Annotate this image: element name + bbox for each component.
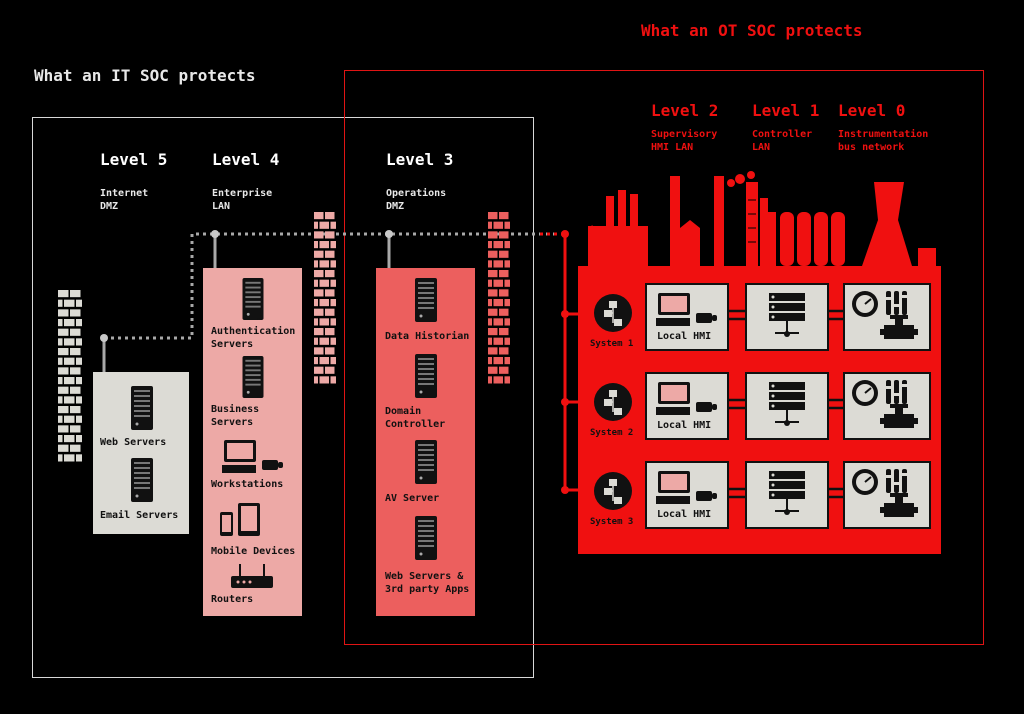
- authentication-servers-label: Authentication Servers: [211, 326, 296, 350]
- server-rack-icon: [415, 516, 437, 560]
- domain-controller-label: Domain Controller: [385, 406, 446, 430]
- link-lines: [729, 398, 745, 410]
- level-0-subtitle: Instrumentation bus network: [838, 129, 929, 153]
- level-1-subtitle: Controller LAN: [752, 129, 813, 153]
- link-lines: [729, 487, 745, 499]
- data-historian-label: Data Historian: [385, 331, 470, 342]
- level-3-title: Level 3: [386, 150, 454, 169]
- routers-label: Routers: [211, 594, 254, 605]
- level-0-title: Level 0: [838, 101, 906, 120]
- web-servers-3rd-party-label: Web Servers & 3rd party Apps: [385, 571, 470, 595]
- network-switch-icon: [594, 472, 632, 510]
- network-switch-icon: [594, 383, 632, 421]
- firewall-icon: [58, 290, 82, 462]
- server-rack-icon: [131, 386, 153, 430]
- firewall-icon: [488, 212, 510, 384]
- controller-icon: [769, 382, 805, 426]
- level-2-title: Level 2: [651, 101, 719, 120]
- workstations-label: Workstations: [211, 479, 284, 490]
- link-lines: [829, 487, 843, 499]
- gauge-instrument-icon: [852, 291, 918, 339]
- server-rack-icon: [242, 356, 264, 398]
- level-4-title: Level 4: [212, 150, 280, 169]
- email-servers-label: Email Servers: [100, 510, 179, 521]
- server-rack-icon: [415, 440, 437, 484]
- link-lines: [829, 309, 843, 321]
- gauge-instrument-icon: [852, 469, 918, 517]
- router-icon: [231, 564, 273, 588]
- it-soc-scope-box: [32, 117, 534, 678]
- firewall-icon: [314, 212, 336, 384]
- controller-icon: [769, 471, 805, 515]
- workstation-icon: [655, 293, 719, 327]
- server-rack-icon: [415, 278, 437, 322]
- local-hmi-label: Local HMI: [657, 331, 712, 342]
- level-1-title: Level 1: [752, 101, 820, 120]
- local-hmi-label: Local HMI: [657, 509, 712, 520]
- server-rack-icon: [242, 278, 264, 320]
- mobile-devices-icon: [220, 503, 260, 536]
- system-label: System 1: [590, 339, 634, 349]
- ot-soc-scope-box: [344, 70, 984, 645]
- workstation-icon: [222, 440, 284, 474]
- server-rack-icon: [131, 458, 153, 502]
- server-rack-icon: [415, 354, 437, 398]
- business-servers-label: Business Servers: [211, 404, 260, 428]
- network-switch-icon: [594, 294, 632, 332]
- link-lines: [729, 309, 745, 321]
- local-hmi-label: Local HMI: [657, 420, 712, 431]
- link-lines: [829, 398, 843, 410]
- level-5-subtitle: Internet DMZ: [100, 188, 149, 212]
- controller-icon: [769, 293, 805, 337]
- ot-soc-title: What an OT SOC protects: [641, 21, 863, 40]
- level-5-title: Level 5: [100, 150, 168, 169]
- system-label: System 2: [590, 428, 634, 438]
- av-server-label: AV Server: [385, 493, 440, 504]
- it-soc-title: What an IT SOC protects: [34, 66, 256, 85]
- level-3-subtitle: Operations DMZ: [386, 188, 447, 212]
- system-label: System 3: [590, 517, 634, 527]
- level-2-subtitle: Supervisory HMI LAN: [651, 129, 718, 153]
- gauge-instrument-icon: [852, 380, 918, 428]
- workstation-icon: [655, 471, 719, 505]
- web-servers-label: Web Servers: [100, 437, 167, 448]
- mobile-devices-label: Mobile Devices: [211, 546, 296, 557]
- level-4-subtitle: Enterprise LAN: [212, 188, 273, 212]
- workstation-icon: [655, 382, 719, 416]
